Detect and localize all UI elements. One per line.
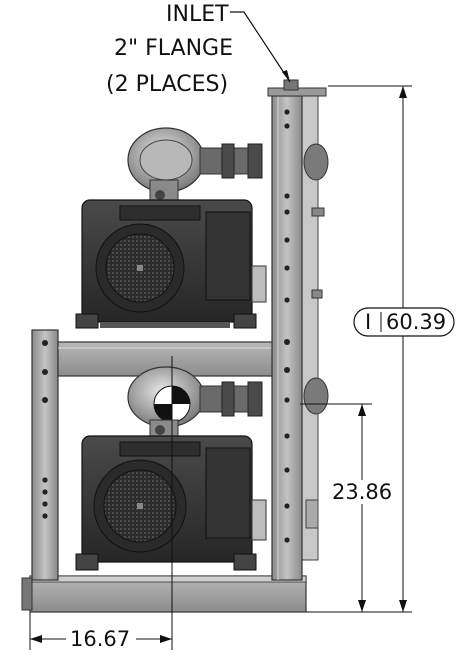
callout-leader (230, 11, 291, 83)
left-frame-post (31, 329, 59, 581)
width-dimension (29, 356, 173, 650)
callout-flange: 2" FLANGE (114, 36, 233, 61)
base-skid (21, 575, 307, 613)
overall-height-value: 60.39 (386, 310, 447, 334)
lower-pump-assembly (75, 366, 267, 571)
right-frame-post (271, 95, 303, 581)
callout-places: (2 PLACES) (106, 72, 229, 97)
upper-pump-assembly (75, 127, 267, 329)
inlet-height-value: 23.86 (330, 480, 395, 504)
width-value: 16.67 (70, 627, 131, 651)
inlet-height-dimension (300, 403, 372, 612)
callout-inlet: INLET (166, 2, 229, 27)
overall-height-prefix: I (365, 310, 372, 334)
manifold-pipe (301, 95, 329, 561)
overall-height-dimension (306, 85, 455, 613)
inlet-flange (267, 79, 327, 97)
